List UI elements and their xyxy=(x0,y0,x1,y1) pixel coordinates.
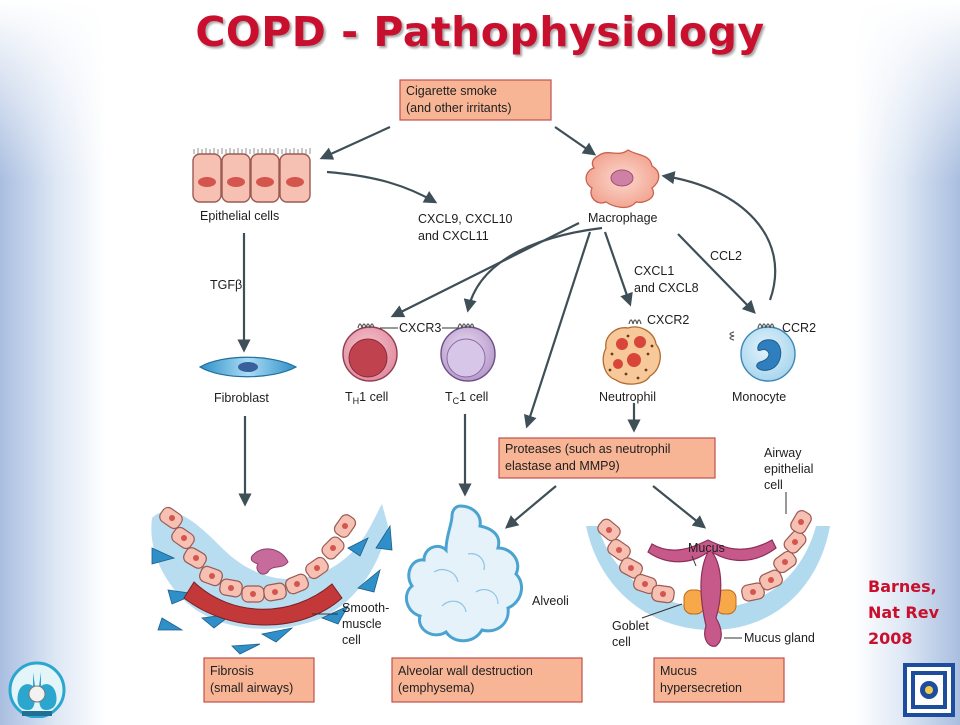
slide-title: COPD - Pathophysiology xyxy=(195,8,765,56)
mucus-hypersecretion-illustration xyxy=(586,510,830,647)
citation: Barnes, Nat Rev 2008 xyxy=(868,574,958,652)
proteases-line-1: Proteases (such as neutrophil xyxy=(505,442,670,456)
tc1-rest: 1 cell xyxy=(459,390,488,404)
pathway-diagram: Cigarette smoke (and other irritants) Ep… xyxy=(151,79,830,703)
airway-epithelial-label-1: Airway xyxy=(764,446,802,460)
th1-main: T xyxy=(345,390,353,404)
arrow-proteases-to-mucus xyxy=(652,485,707,529)
arrow-macrophage-to-proteases xyxy=(523,231,592,429)
th1-cell-label: TH1 cell xyxy=(345,390,388,406)
mucus-box-line-2: hypersecretion xyxy=(660,681,742,695)
mucus-box-line-1: Mucus xyxy=(660,664,697,678)
arrow-epithelium-chemokines xyxy=(326,170,438,204)
alveoli-illustration xyxy=(404,504,524,643)
th1-cell-illustration xyxy=(342,323,398,382)
tc1-cell-label: TC1 cell xyxy=(445,390,488,406)
neutrophil-label: Neutrophil xyxy=(599,390,656,404)
hospital-logo xyxy=(903,663,955,717)
smooth-muscle-label-1: Smooth- xyxy=(342,601,389,615)
lung-center-logo xyxy=(6,660,68,719)
alveolar-line-1: Alveolar wall destruction xyxy=(398,664,533,678)
epithelial-cells-label: Epithelial cells xyxy=(200,209,279,223)
mucus-hypersecretion-box: Mucus hypersecretion xyxy=(653,657,785,703)
fibrosis-line-1: Fibrosis xyxy=(210,664,254,678)
lungs-logo-icon xyxy=(8,661,66,719)
th1-sub: H xyxy=(353,396,360,406)
fibrosis-line-2: (small airways) xyxy=(210,681,293,695)
fibrosis-box: Fibrosis (small airways) xyxy=(203,657,315,703)
arrow-macrophage-to-tc1 xyxy=(463,226,603,313)
arrow-macrophage-to-neutrophil xyxy=(603,231,633,307)
smooth-muscle-label-3: cell xyxy=(342,633,361,647)
ccl2-label: CCL2 xyxy=(710,249,742,263)
cxcl9-label-line-2: and CXCL11 xyxy=(418,229,489,243)
monocyte-label: Monocyte xyxy=(732,390,786,404)
macrophage-illustration xyxy=(585,149,660,209)
arrow-monocyte-to-macrophage xyxy=(661,171,777,301)
monocyte-illustration xyxy=(729,323,796,382)
cxcl9-label-line-1: CXCL9, CXCL10 xyxy=(418,212,513,226)
citation-line-3: 2008 xyxy=(868,629,913,648)
smoke-line-1: Cigarette smoke xyxy=(406,84,497,98)
arrow-smoke-to-macrophage xyxy=(554,126,597,156)
tc1-cell-illustration xyxy=(440,323,496,382)
hospital-emblem-icon xyxy=(903,663,955,717)
mucus-leader xyxy=(691,555,697,567)
proteases-box: Proteases (such as neutrophil elastase a… xyxy=(498,437,716,479)
cxcl1-label-line-1: CXCL1 xyxy=(634,264,674,278)
arrow-proteases-to-alveoli xyxy=(504,485,557,529)
neutrophil-illustration xyxy=(602,319,661,385)
goblet-label-1: Goblet xyxy=(612,619,649,633)
smooth-muscle-label-2: muscle xyxy=(342,617,382,631)
tc1-sub: C xyxy=(453,396,460,406)
smoke-line-2: (and other irritants) xyxy=(406,101,512,115)
airway-epithelial-label-2: epithelial xyxy=(764,462,813,476)
arrow-macrophage-to-monocyte xyxy=(677,233,756,314)
alveolar-destruction-box: Alveolar wall destruction (emphysema) xyxy=(391,657,583,703)
tc1-main: T xyxy=(445,390,453,404)
alveolar-line-2: (emphysema) xyxy=(398,681,474,695)
citation-line-1: Barnes, xyxy=(868,577,937,596)
goblet-leader xyxy=(641,603,683,619)
cxcl1-label-line-2: and CXCL8 xyxy=(634,281,699,295)
cigarette-smoke-box: Cigarette smoke (and other irritants) xyxy=(399,79,552,121)
ccr2-label: CCR2 xyxy=(782,321,816,335)
proteases-line-2: elastase and MMP9) xyxy=(505,459,620,473)
small-airway-fibrosis-illustration xyxy=(151,504,393,655)
alveoli-label: Alveoli xyxy=(532,594,569,608)
macrophage-label: Macrophage xyxy=(588,211,658,225)
epithelial-cells-illustration xyxy=(192,148,311,203)
mucus-gland-label: Mucus gland xyxy=(744,631,815,645)
cxcr3-label: CXCR3 xyxy=(399,321,441,335)
mucus-label: Mucus xyxy=(688,541,725,555)
goblet-label-2: cell xyxy=(612,635,631,649)
airway-epithelial-label-3: cell xyxy=(764,478,783,492)
cxcr2-label: CXCR2 xyxy=(647,313,689,327)
citation-line-2: Nat Rev xyxy=(868,603,940,622)
fibroblast-illustration xyxy=(198,356,298,378)
pathophysiology-figure: Cigarette smoke (and other irritants) Ep… xyxy=(112,78,845,720)
pathway-arrows xyxy=(237,125,777,529)
th1-rest: 1 cell xyxy=(359,390,388,404)
fibroblast-label: Fibroblast xyxy=(214,391,269,405)
tgf-beta-label: TGFβ xyxy=(210,278,242,292)
arrow-smoke-to-epithelium xyxy=(319,125,391,160)
